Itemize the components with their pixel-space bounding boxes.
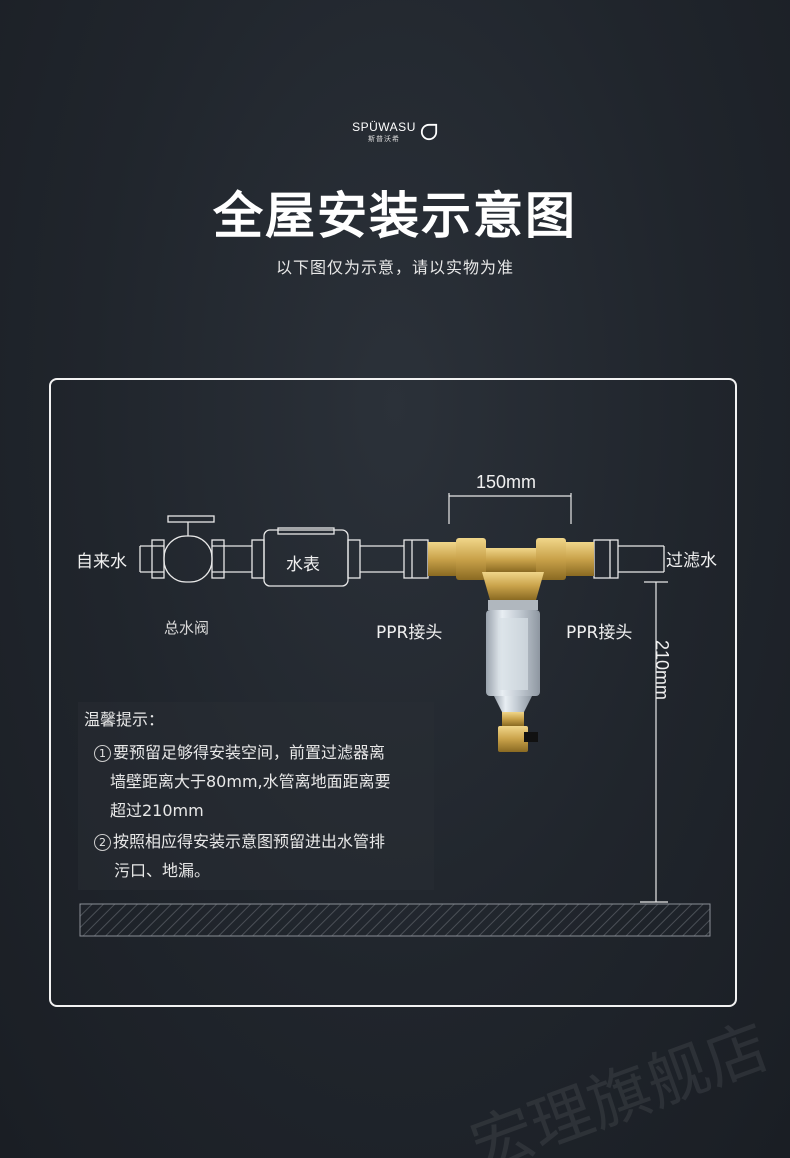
tip-2-text-1: 按照相应得安装示意图预留进出水管排 [113,832,386,851]
outlet-label: 过滤水 [666,551,717,571]
ppr-fitting-right-icon [593,539,619,579]
valve-label: 总水阀 [164,619,210,637]
tip-item-1-line-3: 超过210mm [110,801,204,820]
floor-icon [79,903,711,937]
brand: SPÜWASU 斯普沃希 [0,116,790,143]
tip-number-2: 2 [94,834,111,851]
tip-item-1-line-2: 墙壁距离大于80mm,水管离地面距离要 [110,772,391,791]
tip-number-1: 1 [94,745,111,762]
inlet-label: 自来水 [76,552,127,572]
pipe-lines [139,545,665,573]
width-dimension-label: 150mm [476,472,537,492]
drop-circle-icon [420,123,437,141]
height-dimension-line [640,581,668,903]
tip-1-text-1: 要预留足够得安装空间，前置过滤器离 [113,743,386,762]
ppr-right-label: PPR接头 [566,623,633,643]
watermark: 宏理旗舰店 [462,1009,778,1158]
meter-label: 水表 [286,555,320,575]
tips-background [78,702,434,890]
pre-filter-icon [428,538,594,752]
page-title: 全屋安装示意图 [213,187,577,245]
valve-icon [151,515,225,583]
water-meter-icon [251,527,361,587]
ppr-fitting-left-icon [403,539,429,579]
height-dimension-label: 210mm [652,640,672,701]
page-subtitle: 以下图仅为示意，请以实物为准 [275,258,514,277]
diagram-panel [49,378,737,1007]
tips-title: 温馨提示： [84,710,165,729]
width-dimension-line [448,493,572,524]
ppr-left-label: PPR接头 [376,623,443,643]
brand-chinese-name: 斯普沃希 [367,135,400,143]
tip-item-2-line-2: 污口、地漏。 [114,861,211,880]
brand-name: SPÜWASU [352,120,416,134]
